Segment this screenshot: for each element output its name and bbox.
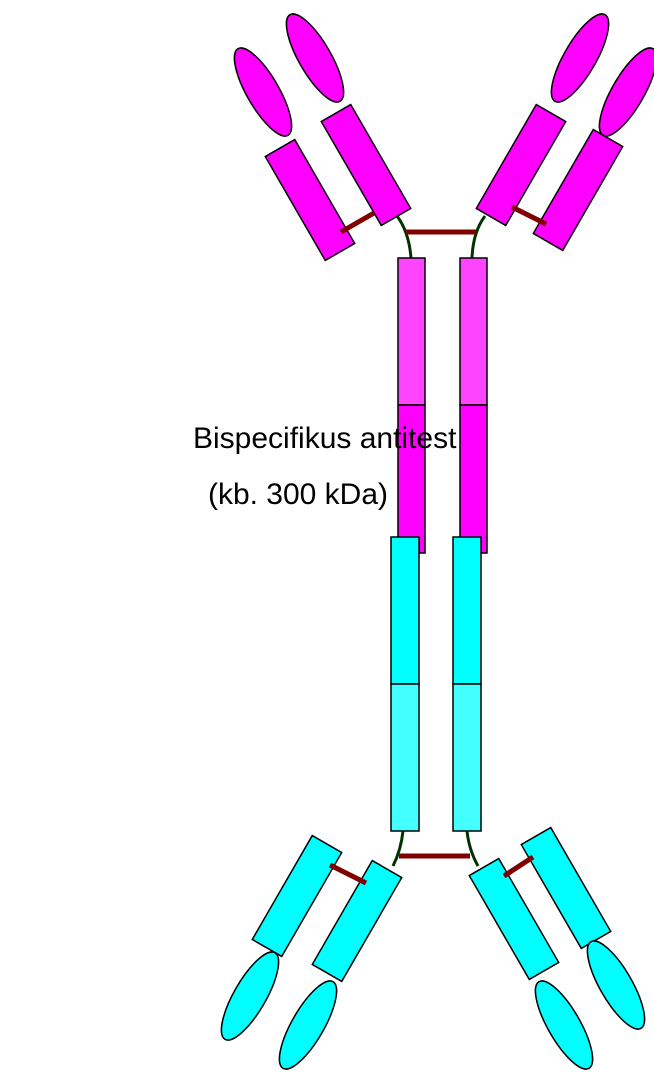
lower-left-heavy-variable-domain [269,974,347,1077]
caption-mass: (kb. 300 kDa) [193,477,403,513]
lower-hinge [393,831,478,866]
lower-left-disulfide-bond [330,865,366,883]
magenta-left-ch2-domain [398,258,425,405]
upper-left-light-variable-domain [224,41,302,144]
upper-right-heavy-variable-domain [541,7,619,110]
upper-left-fab [224,7,411,261]
caption-title: Bispecifikus antitest [193,421,403,457]
upper-hinge [397,216,485,258]
lower-left-fab [211,836,402,1077]
lower-left-light-variable-domain [211,945,289,1048]
magenta-right-ch3-domain [460,405,487,553]
upper-left-heavy-variable-domain [276,7,354,110]
cyan-left-ch3-domain [391,537,419,684]
cyan-left-ch2-domain [391,684,419,831]
lower-right-disulfide-bond [504,857,533,876]
magenta-right-ch2-domain [460,258,487,405]
upper-right-disulfide-bond [512,207,546,224]
upper-right-fab [476,7,654,251]
upper-left-disulfide-bond [341,213,374,232]
cyan-right-ch2-domain [453,684,481,831]
lower-right-heavy-variable-domain [525,974,603,1077]
cyan-right-ch3-domain [453,537,481,684]
cyan-fc [391,537,481,831]
lower-right-light-variable-domain [577,934,654,1037]
magenta-fc [398,258,487,553]
lower-right-fab [469,828,654,1077]
